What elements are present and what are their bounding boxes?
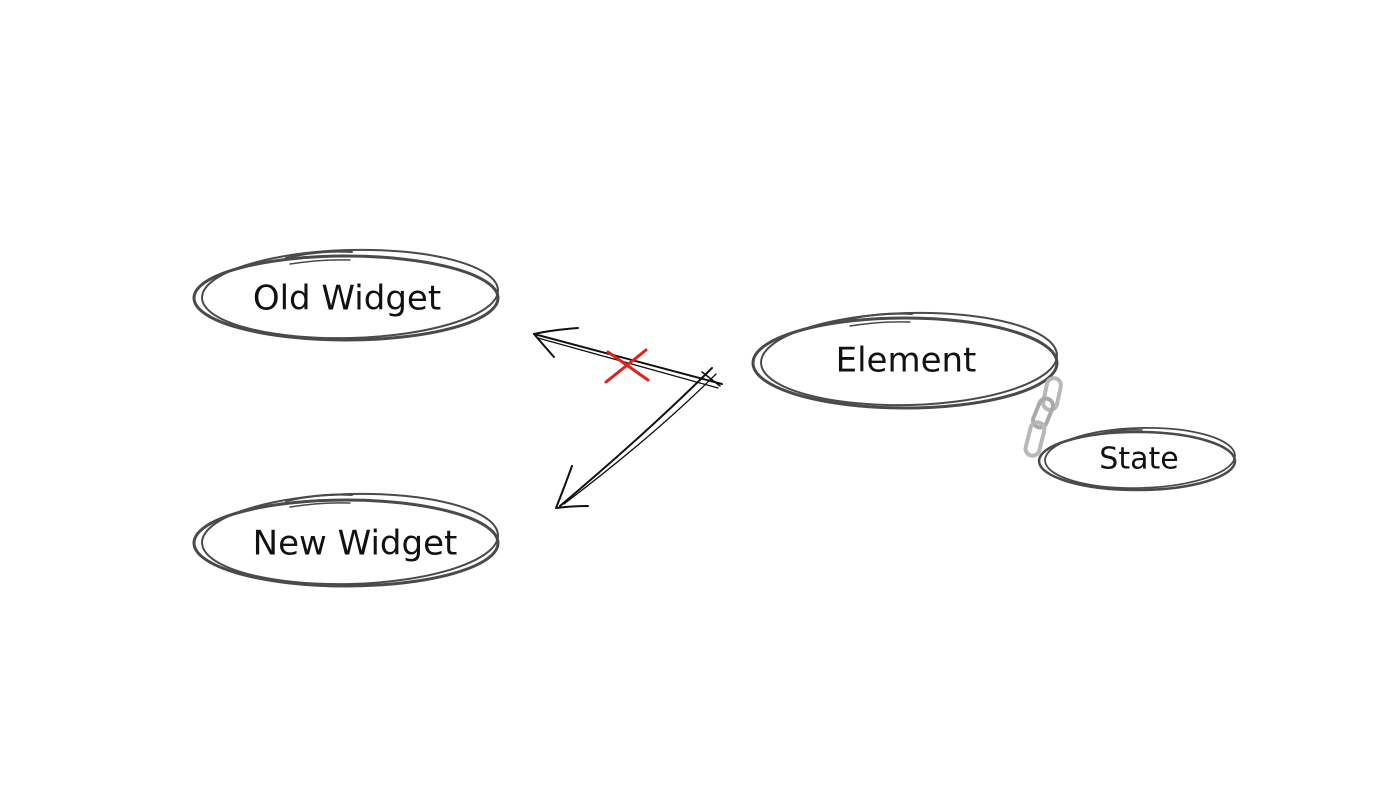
arrow-to-new-widget xyxy=(555,367,721,509)
element-node: Element xyxy=(751,311,1059,410)
state-label: State xyxy=(1099,442,1178,477)
chain-link-icon xyxy=(1023,376,1063,458)
old-widget-node: Old Widget xyxy=(192,248,500,342)
new-widget-node: New Widget xyxy=(192,492,500,588)
new-widget-label: New Widget xyxy=(253,524,458,564)
element-label: Element xyxy=(836,341,977,381)
state-node: State xyxy=(1037,427,1237,492)
arrow-to-old-widget xyxy=(533,327,723,389)
cross-icon xyxy=(604,348,650,384)
old-widget-label: Old Widget xyxy=(253,279,441,319)
